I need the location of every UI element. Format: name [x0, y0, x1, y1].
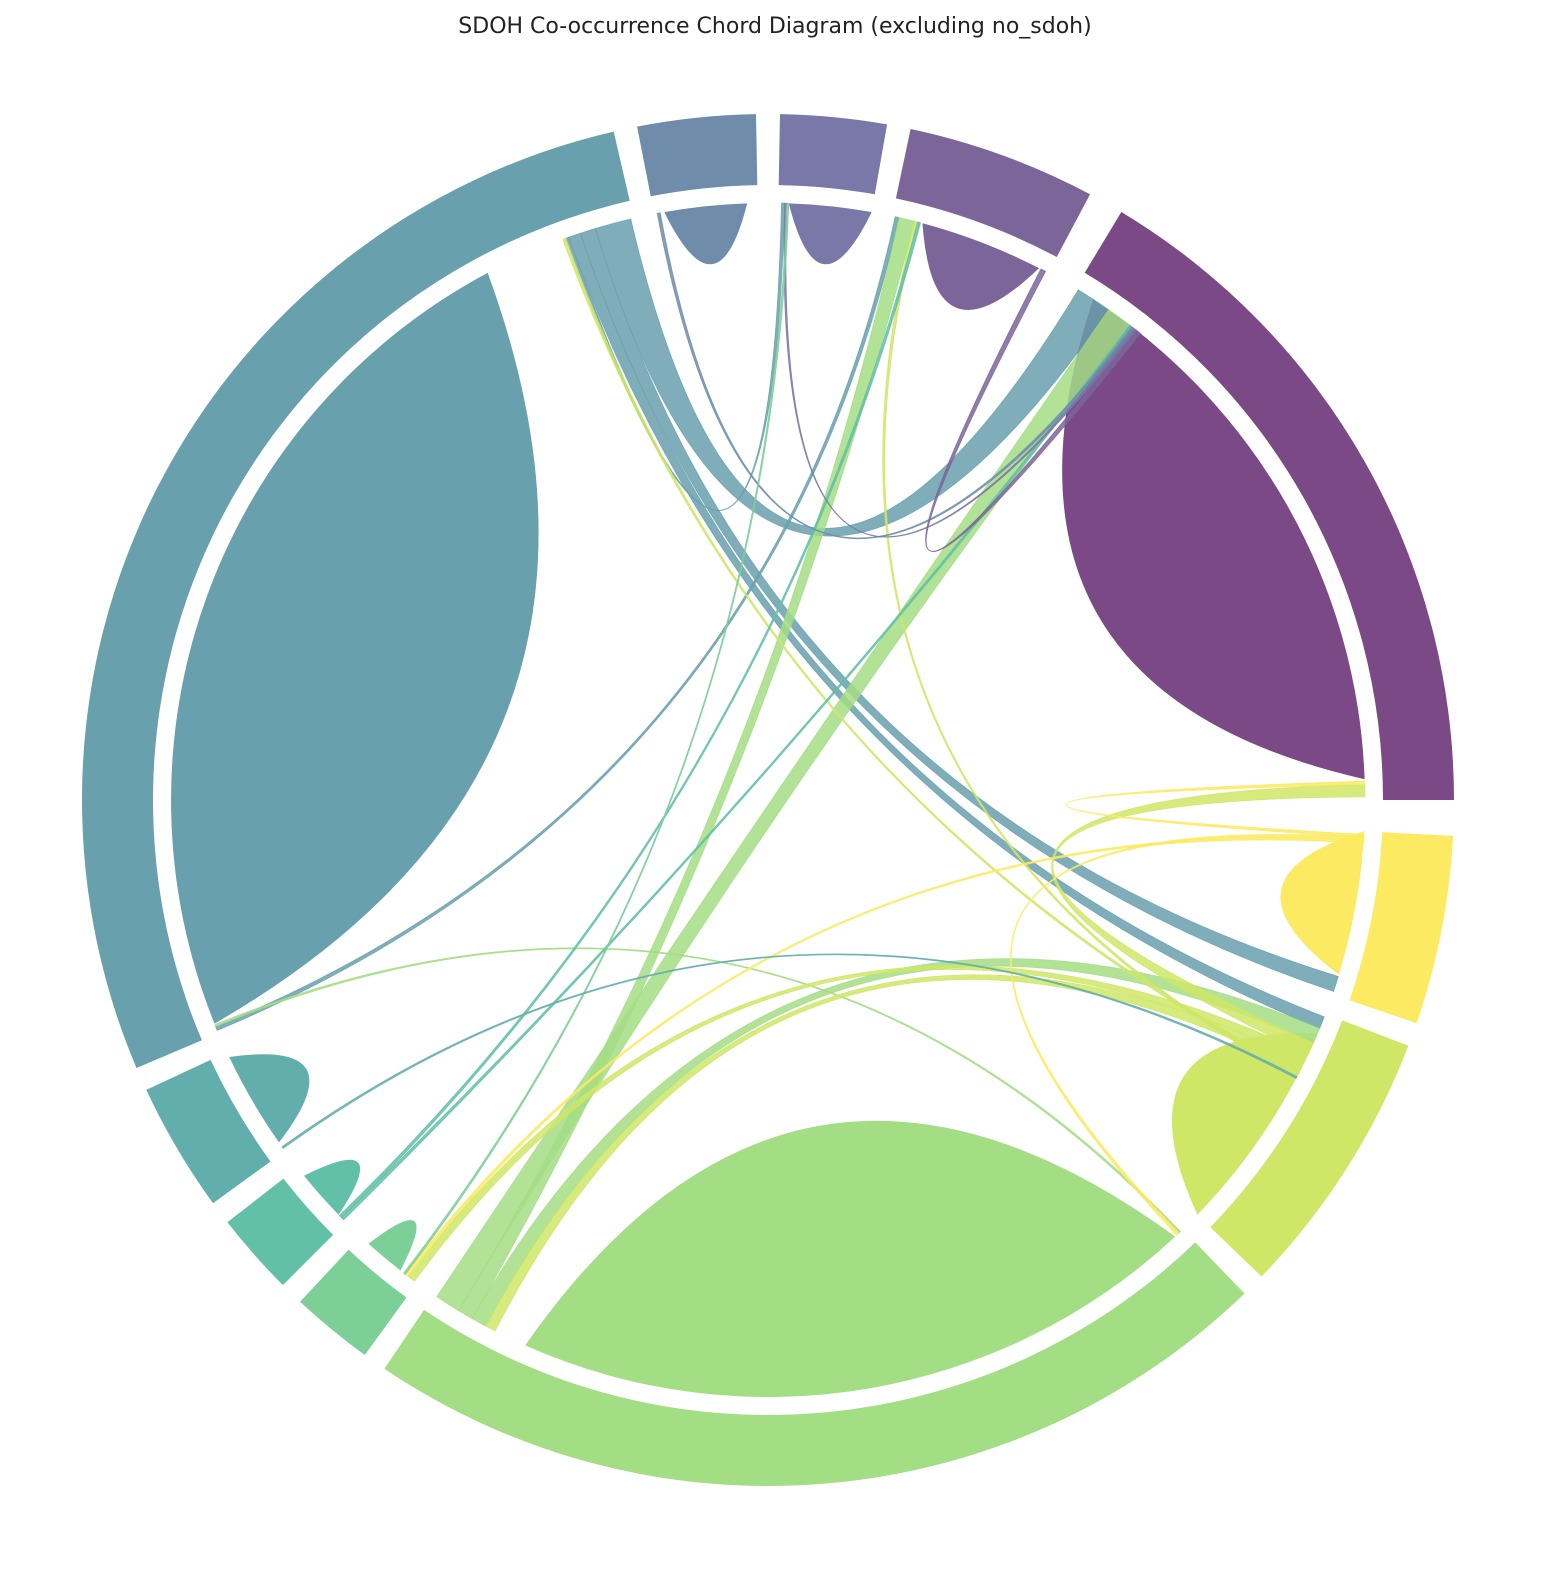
group-arc-1 [895, 129, 1091, 257]
link-ribbon-8 [214, 947, 1182, 1234]
self-chord-10 [1280, 831, 1365, 975]
chart-title: SDOH Co-occurrence Chord Diagram (exclud… [458, 14, 1092, 39]
link-ribbon-15 [1010, 834, 1365, 1236]
link-ribbon-22 [403, 202, 790, 1275]
link-ribbon-21 [925, 268, 1142, 552]
group-arc-9 [1210, 1020, 1409, 1277]
group-arc-2 [778, 114, 888, 195]
link-ribbons [214, 202, 1366, 1332]
self-chord-2 [788, 203, 872, 265]
self-chord-8 [525, 1120, 1176, 1398]
link-ribbon-11 [485, 974, 1306, 1332]
group-arc-3 [637, 114, 758, 197]
group-arc-0 [1084, 212, 1454, 800]
self-chord-1 [922, 223, 1039, 311]
self-chord-5 [229, 1054, 310, 1143]
group-arc-5 [146, 1059, 271, 1204]
self-chord-6 [304, 1159, 361, 1215]
link-ribbon-23 [281, 953, 1298, 1149]
link-ribbon-1 [579, 228, 1339, 992]
group-arc-6 [227, 1178, 334, 1286]
self-chords [171, 203, 1365, 1398]
group-arc-8 [384, 1242, 1245, 1486]
self-chord-0 [1062, 299, 1365, 780]
self-chord-3 [664, 203, 748, 265]
group-arc-10 [1349, 832, 1454, 1024]
group-arcs [81, 114, 1454, 1486]
link-ribbon-12 [562, 237, 1301, 1075]
self-chord-4 [171, 272, 539, 1024]
link-ribbon-9 [1051, 783, 1366, 1055]
group-arc-7 [300, 1249, 407, 1355]
group-arc-4 [81, 131, 630, 1069]
self-chord-9 [1171, 1033, 1318, 1215]
link-ribbon-18 [338, 221, 921, 1219]
link-ribbon-14 [1066, 780, 1366, 838]
self-chord-7 [368, 1220, 417, 1271]
